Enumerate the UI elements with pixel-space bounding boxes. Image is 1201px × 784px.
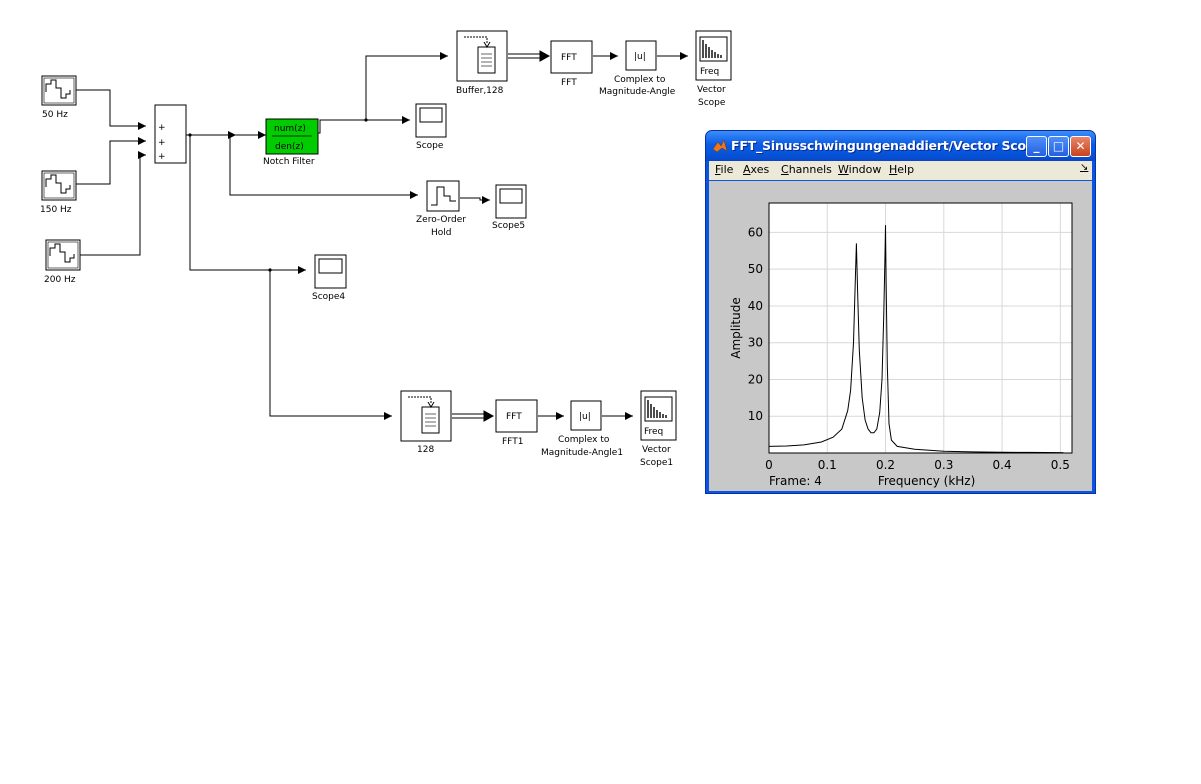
y-tick-label: 60 [748,225,763,239]
minimize-button[interactable]: _ [1026,136,1047,157]
x-tick-label: 0.4 [993,458,1012,472]
y-tick-label: 50 [748,262,763,276]
buffer-block-top[interactable]: Buffer,128 [456,30,508,96]
series-line [768,225,1064,454]
axes-frame [768,202,1073,454]
y-tick-label: 30 [748,336,763,350]
sine-source-150hz[interactable]: 150 Hz [40,170,77,215]
branch-points [188,118,368,272]
buffer-top-label: Buffer,128 [456,86,504,96]
notch-filter-block[interactable]: num(z) den(z) Notch Filter [263,118,319,167]
menu-channels[interactable]: Channels [781,163,832,176]
freq-bottom-text: Freq [644,427,663,437]
scope-label: Scope [416,141,444,151]
fft-bottom-text: FFT [506,412,522,422]
vscope-bottom-label-1: Vector [642,445,671,455]
fft-top-label: FFT [561,78,577,88]
scope-block[interactable]: Scope [415,103,447,151]
abs-top-text: |u| [634,52,646,62]
sine-source-50hz[interactable]: 50 Hz [41,75,77,120]
notch-numerator: num(z) [274,124,306,134]
cma-top-label-2: Magnitude-Angle [599,87,676,97]
x-axis-label: Frequency (kHz) [878,474,975,488]
vector-scope-block-top[interactable]: Freq Vector Scope [695,30,732,108]
menu-file[interactable]: File [715,163,734,176]
buffer-bottom-label: 128 [417,445,434,455]
fft-block-top[interactable]: FFT FFT [550,40,593,88]
menu-window[interactable]: Window [838,163,882,176]
maximize-button[interactable]: □ [1048,136,1069,157]
window-titlebar[interactable]: FFT_Sinusschwingungenaddiert/Vector Scop… [706,131,1095,161]
sum-sign-3: + [158,152,166,162]
dock-arrow-icon[interactable]: ↘ [1080,162,1089,173]
sine-source-150hz-label: 150 Hz [40,205,72,215]
fft-top-text: FFT [561,53,577,63]
zoh-label-1: Zero-Order [416,215,466,225]
y-tick-label: 10 [748,409,763,423]
sine-source-200hz-label: 200 Hz [44,275,76,285]
sum-sign-2: + [158,138,166,148]
scope4-block[interactable]: Scope4 [312,254,347,302]
scope4-label: Scope4 [312,292,345,302]
scope5-block[interactable]: Scope5 [492,184,527,231]
cma-top-label-1: Complex to [614,75,666,85]
frame-counter: Frame: 4 [769,474,822,488]
fft-bottom-label: FFT1 [502,437,523,447]
menu-axes[interactable]: Axes [743,163,770,176]
scope5-label: Scope5 [492,221,525,231]
axes-box [768,202,1073,454]
x-tick-label: 0 [765,458,773,472]
close-button[interactable]: ✕ [1070,136,1091,157]
vector-scope-block-bottom[interactable]: Freq Vector Scope1 [640,390,677,468]
cma-bottom-label-2: Magnitude-Angle1 [541,448,623,458]
x-tick-label: 0.2 [876,458,895,472]
buffer-block-bottom[interactable]: 128 [400,390,452,455]
cma-bottom-label-1: Complex to [558,435,610,445]
y-tick-label: 40 [748,299,763,313]
sine-source-50hz-label: 50 Hz [42,110,68,120]
vscope-top-label-1: Vector [697,85,726,95]
matlab-logo-icon [712,139,728,153]
y-axis-label: Amplitude [729,297,743,359]
menu-help[interactable]: Help [889,163,915,176]
x-tick-label: 0.1 [818,458,837,472]
abs-bottom-text: |u| [579,412,591,422]
x-tick-label: 0.5 [1051,458,1070,472]
window-title: FFT_Sinusschwingungenaddiert/Vector Scop… [731,138,1043,153]
fft-block-bottom[interactable]: FFT FFT1 [495,399,538,447]
x-tick-label: 0.3 [934,458,953,472]
sum-block[interactable]: + + + [154,104,187,164]
vscope-top-label-2: Scope [698,98,726,108]
signal-lines [76,52,688,420]
notch-filter-label: Notch Filter [263,157,315,167]
zoh-label-2: Hold [431,228,452,238]
sine-source-200hz[interactable]: 200 Hz [44,239,81,285]
vector-scope-window[interactable]: FFT_Sinusschwingungenaddiert/Vector Scop… [705,130,1096,494]
zero-order-hold-block[interactable]: Zero-Order Hold [416,180,466,238]
complex-to-magnitude-bottom[interactable]: |u| Complex to Magnitude-Angle1 [541,400,623,458]
notch-denominator: den(z) [275,142,304,152]
vscope-bottom-label-2: Scope1 [640,458,673,468]
freq-top-text: Freq [700,67,719,77]
y-tick-label: 20 [748,372,763,386]
complex-to-magnitude-top[interactable]: |u| Complex to Magnitude-Angle [599,40,676,97]
sum-sign-1: + [158,123,166,133]
menu-bar: File Axes Channels Window Help ↘ [709,161,1092,180]
frame-signal-lines [452,50,551,422]
